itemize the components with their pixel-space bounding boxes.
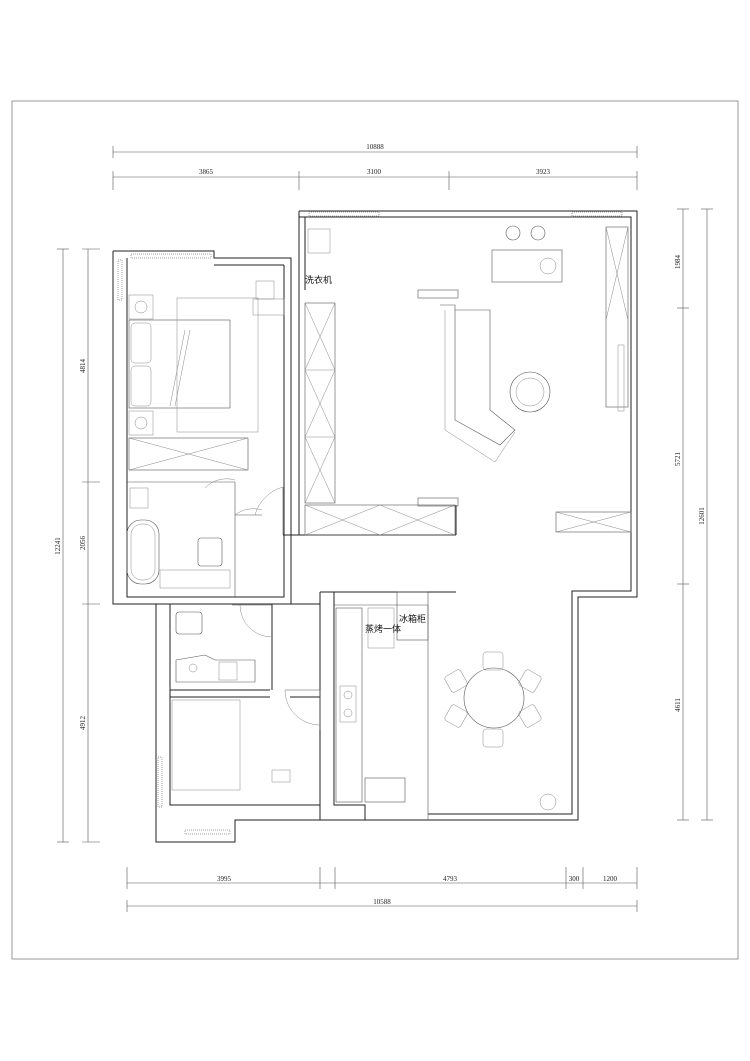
living-room: [417, 225, 632, 533]
second-bedroom: [171, 689, 321, 791]
chair-icon: [530, 225, 546, 241]
plant-icon: [539, 793, 557, 811]
left-dimensions: 12241 4814 2056 4912: [54, 248, 100, 843]
pillow: [130, 365, 152, 407]
chair-icon: [482, 728, 504, 748]
dim-left-total: 12241: [54, 537, 62, 555]
dim-right-total: 12601: [698, 507, 706, 525]
chair-icon: [518, 669, 542, 693]
sofa: [440, 304, 516, 446]
bed: [171, 699, 241, 791]
dim-top-seg1: 3865: [199, 168, 214, 176]
dim-top-seg2: 3100: [367, 168, 382, 176]
dim-left-seg1: 4814: [79, 359, 87, 374]
oven-label: 蒸烤一体: [365, 623, 401, 635]
washbasin: [129, 487, 149, 509]
dim-left-seg3: 4912: [79, 716, 87, 731]
nightstand: [128, 294, 154, 320]
dining: [444, 651, 557, 811]
chair-icon: [444, 669, 468, 693]
chair-icon: [482, 651, 504, 671]
washer-label: 洗衣机: [305, 274, 332, 286]
top-dimensions: 10888 3865 3100 3923: [112, 143, 638, 190]
coffee-table: [509, 371, 551, 413]
walls: [112, 210, 638, 843]
window-strips: [117, 211, 623, 835]
dim-bottom-seg2: 4793: [443, 875, 458, 883]
washbasin: [218, 661, 238, 681]
kitchen-counter: [335, 607, 363, 803]
dim-right-seg2: 5721: [674, 452, 682, 467]
shoe-cabinet: [304, 504, 456, 536]
dim-right-seg3: 4611: [674, 698, 682, 712]
dim-left-seg2: 2056: [79, 536, 87, 551]
dim-right-seg1: 1984: [674, 255, 682, 270]
corridor-cabinets: 洗衣机: [254, 228, 456, 536]
toilet: [197, 537, 223, 567]
kitchen: 蒸烤一体 冰箱柜: [335, 591, 429, 803]
wardrobe: [128, 437, 249, 471]
master-bedroom: [128, 280, 285, 471]
plant-icon: [539, 257, 557, 275]
dim-top-total: 10888: [366, 143, 384, 151]
lamp-icon: [134, 416, 148, 430]
fridge-label: 冰箱柜: [399, 613, 426, 625]
fridge: [396, 591, 429, 641]
pillow: [130, 322, 152, 364]
laundry-sink: [307, 228, 331, 254]
toilet: [175, 611, 203, 635]
vanity: [175, 654, 256, 683]
right-dimensions: 1984 5721 4611 12601: [674, 208, 713, 821]
chair-icon: [518, 704, 542, 728]
dim-bottom-total: 10588: [373, 898, 391, 906]
tv-icon: [617, 344, 625, 412]
chair-icon: [505, 225, 521, 241]
drawing-frame: [11, 100, 739, 960]
chair-icon: [444, 704, 468, 728]
nightstand: [128, 410, 154, 436]
bed: [128, 319, 231, 409]
bathtub: [126, 519, 160, 585]
dim-top-seg3: 3923: [536, 168, 551, 176]
dining-table: [463, 667, 525, 729]
master-bathroom: [126, 478, 263, 589]
lamp-icon: [134, 300, 148, 314]
stove: [339, 685, 357, 723]
desk: [491, 249, 563, 283]
tv-cabinet: [605, 226, 629, 408]
kitchen-sink: [364, 777, 406, 803]
bottom-dimensions: 3995 4793 300 1200 10588: [126, 867, 638, 912]
dim-bottom-seg1: 3995: [217, 875, 232, 883]
cabinet: [304, 302, 336, 504]
dim-bottom-seg4: 1200: [603, 875, 618, 883]
second-bathroom: [175, 604, 273, 683]
dim-bottom-seg3: 300: [569, 875, 580, 883]
